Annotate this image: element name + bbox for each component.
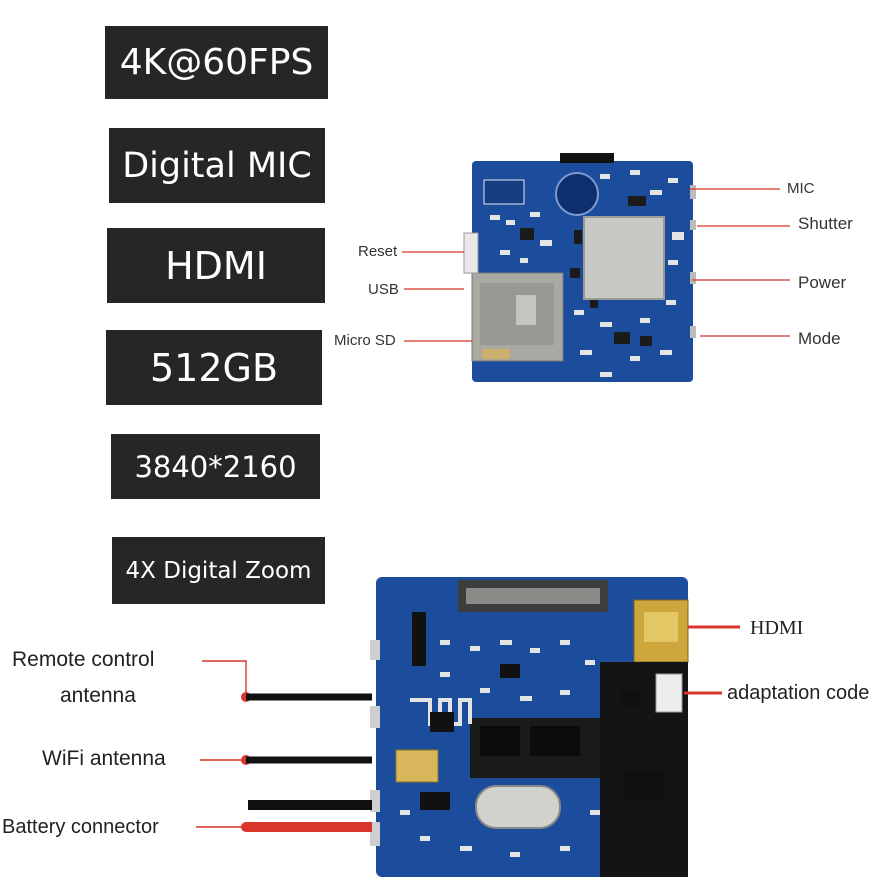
label-usb: USB [368, 281, 399, 298]
label-adaptation-code: adaptation code [727, 682, 870, 704]
label-shutter: Shutter [798, 214, 853, 233]
spec-badge-digital-zoom: 4X Digital Zoom [112, 537, 325, 604]
label-hdmi-port: HDMI [750, 617, 804, 639]
bottom-wifi-board [370, 577, 689, 877]
spec-badge-resolution: 3840*2160 [111, 434, 320, 499]
top-camera-board [463, 153, 696, 382]
label-remote-control-line1: Remote control [12, 648, 155, 671]
spec-badge-512gb: 512GB [106, 330, 322, 405]
spec-badge-digital-mic: Digital MIC [109, 128, 325, 203]
label-mic: MIC [787, 180, 815, 197]
top-board-pointers [402, 188, 790, 342]
label-battery-connector: Battery connector [2, 816, 159, 838]
bottom-board-pointers [196, 625, 740, 832]
label-mode: Mode [798, 329, 841, 348]
label-micro-sd: Micro SD [334, 332, 396, 349]
spec-badge-hdmi: HDMI [107, 228, 325, 303]
label-power: Power [798, 273, 847, 292]
spec-badge-4k60fps: 4K@60FPS [105, 26, 328, 99]
label-remote-control-line2: antenna [60, 684, 136, 707]
label-reset: Reset [358, 243, 398, 260]
label-wifi-antenna: WiFi antenna [42, 747, 166, 770]
